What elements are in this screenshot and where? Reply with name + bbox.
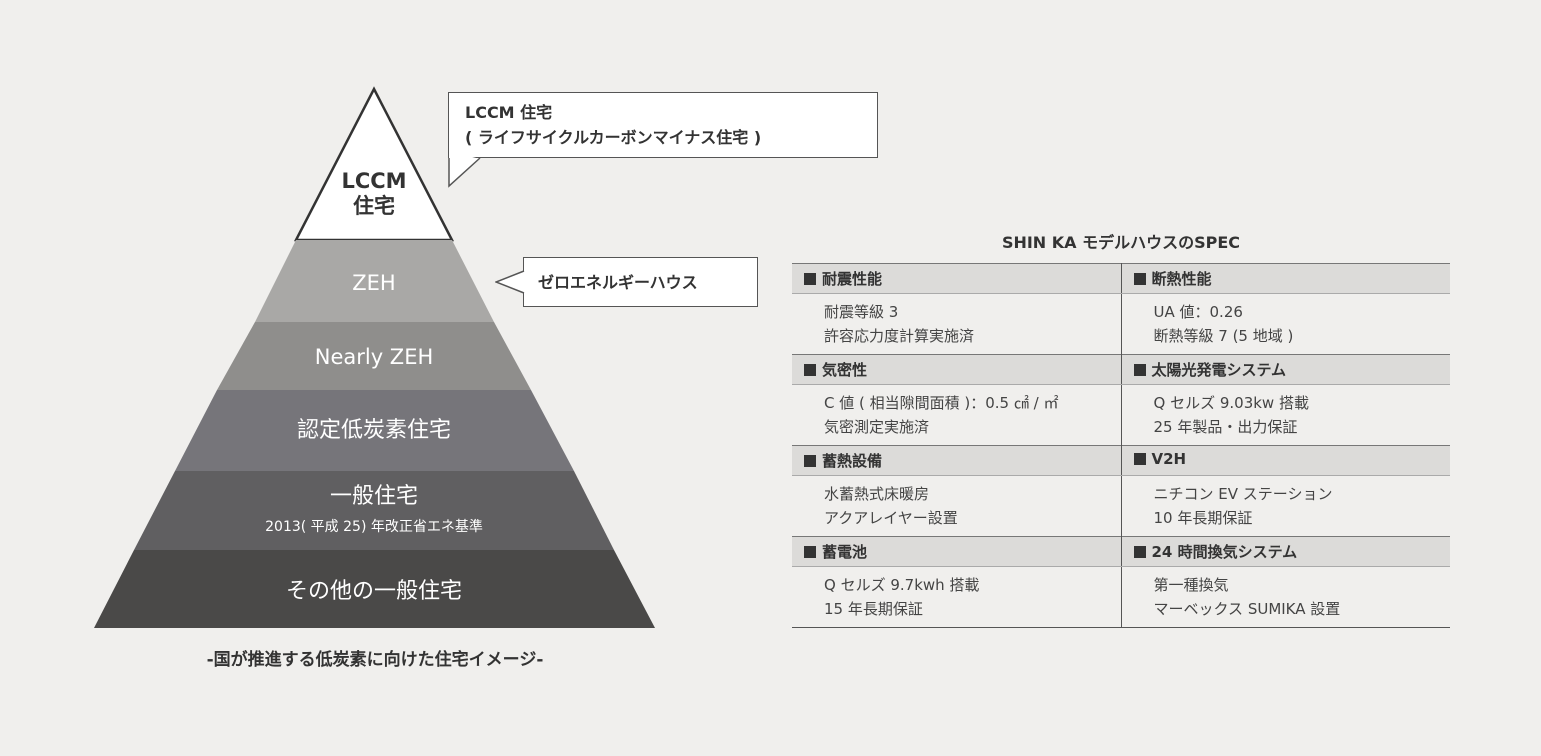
spec-body-ventilation: 第一種換気マーベックス SUMIKA 設置: [1121, 566, 1450, 628]
callout-lccm-line1: LCCM 住宅: [465, 103, 553, 122]
square-bullet-icon: [804, 546, 816, 558]
square-bullet-icon: [804, 455, 816, 467]
pyramid-level-nearly-zeh: [217, 322, 531, 390]
spec-head-solar: 太陽光発電システム: [1121, 354, 1450, 385]
spec-head-v2h: V2H: [1121, 445, 1450, 476]
square-bullet-icon: [1133, 453, 1146, 465]
callout-lccm: LCCM 住宅 ( ライフサイクルカーボンマイナス住宅 ): [448, 92, 878, 158]
square-bullet-icon: [1133, 546, 1146, 558]
callout-lccm-line2: ( ライフサイクルカーボンマイナス住宅 ): [465, 128, 762, 147]
spec-head-ventilation: 24 時間換気システム: [1121, 536, 1450, 567]
square-bullet-icon: [1133, 273, 1146, 285]
pyramid-label-other: その他の一般住宅: [286, 579, 462, 604]
spec-title: SHIN KA モデルハウスのSPEC: [1001, 233, 1241, 252]
spec-head-seismic: 耐震性能: [792, 263, 1122, 294]
pyramid-label-nearly-zeh: Nearly ZEH: [315, 345, 434, 369]
pyramid-level-other: [94, 550, 655, 628]
pyramid-diagram: LCCM 住宅 ZEH Nearly ZEH 認定低炭素住宅 一般住宅 2013…: [94, 86, 655, 628]
pyramid-label-lccm-2: 住宅: [353, 194, 395, 218]
pyramid-level-low-carbon: [175, 390, 574, 471]
callout-lccm-tail: [448, 151, 481, 188]
pyramid-label-low-carbon: 認定低炭素住宅: [297, 418, 451, 443]
pyramid-label-lccm: LCCM: [341, 169, 406, 193]
square-bullet-icon: [804, 364, 816, 376]
square-bullet-icon: [1133, 364, 1146, 376]
pyramid-caption: -国が推進する低炭素に向けた住宅イメージ-: [206, 650, 544, 670]
callout-zeh-tail: [495, 270, 525, 294]
spec-head-battery: 蓄電池: [792, 536, 1122, 567]
pyramid-label-zeh: ZEH: [352, 271, 395, 295]
pyramid-label-general: 一般住宅: [330, 484, 418, 509]
spec-body-heat-storage: 水蓄熱式床暖房アクアレイヤー設置: [792, 475, 1122, 537]
callout-zeh: ゼロエネルギーハウス: [523, 257, 758, 307]
pyramid-level-general: [134, 471, 614, 550]
square-bullet-icon: [804, 273, 816, 285]
spec-head-airtight: 気密性: [792, 354, 1122, 385]
spec-head-heat-storage: 蓄熱設備: [792, 445, 1122, 476]
callout-zeh-text: ゼロエネルギーハウス: [538, 273, 698, 292]
spec-head-insulation: 断熱性能: [1121, 263, 1450, 294]
pyramid-level-zeh: [255, 240, 494, 322]
pyramid-label-general-sub: 2013( 平成 25) 年改正省エネ基準: [265, 518, 483, 535]
